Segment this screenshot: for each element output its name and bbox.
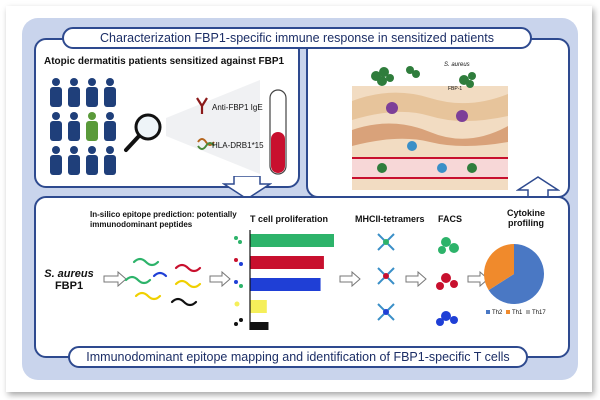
antigen-label: S. aureus FBP1 (44, 268, 94, 292)
person-icon (104, 78, 116, 107)
mapping-illustration: Th2 Th1 Th17 (103, 230, 546, 330)
person-icon (50, 146, 62, 175)
cytokine-pie-chart (484, 244, 544, 304)
arrow-icon-4 (405, 270, 427, 288)
antigen-protein: FBP1 (54, 280, 84, 292)
patients-illustration: Anti-FBP1 IgE HLA-DRB1*15 (50, 78, 287, 175)
legend-th1: Th1 (512, 310, 523, 316)
person-icon (50, 112, 62, 141)
proliferation-bar (250, 278, 321, 291)
header-title: Characterization FBP1-specific immune re… (62, 27, 532, 49)
person-icon (50, 78, 62, 107)
fbp-label: FBP-1 (448, 86, 462, 92)
proliferation-label: T cell proliferation (250, 214, 329, 224)
cytokine-label: Cytokine profiling (506, 208, 545, 228)
person-icon (86, 146, 98, 175)
legend-swatch-th17 (526, 310, 530, 314)
legend-swatch-th1 (506, 310, 510, 314)
person-icon (86, 78, 98, 107)
prediction-label: In-silico epitope prediction: potentiall… (90, 210, 237, 229)
pie-legend: Th2 Th1 Th17 (486, 310, 546, 316)
legend-th17: Th17 (532, 310, 546, 316)
peptide-dots-icon (234, 236, 243, 326)
legend-swatch-th2 (486, 310, 490, 314)
ige-label: Anti-FBP1 IgE (212, 103, 263, 112)
bacteria-cluster-icon (371, 66, 476, 88)
person-icon (104, 112, 116, 141)
facs-cells-icon (436, 237, 459, 326)
pie-slice-th2 (488, 244, 544, 304)
person-icon (68, 112, 80, 141)
pie-slice-th1 (484, 244, 514, 291)
person-icon (86, 112, 98, 141)
person-icon (104, 146, 116, 175)
proliferation-bar (250, 322, 269, 330)
facs-label: FACS (438, 214, 463, 224)
blood-tube-icon (269, 89, 287, 175)
proliferation-chart (249, 230, 334, 330)
arrow-icon-1 (103, 270, 127, 288)
hla-label: HLA-DRB1*15 (212, 141, 264, 150)
tetramer-icons (377, 233, 395, 321)
antibody-icon (196, 97, 208, 114)
arrow-icon-5 (467, 270, 489, 288)
tetramer-label: MHCII-tetramers (355, 214, 425, 224)
footer-title: Immunodominant epitope mapping and ident… (68, 346, 528, 368)
down-arrow-icon (222, 176, 272, 200)
proliferation-bar (250, 256, 324, 269)
arrow-icon-3 (339, 270, 361, 288)
immune-cells-icon (377, 102, 477, 173)
peptides-icon (124, 257, 202, 307)
skin-illustration: S. aureus FBP-1 (352, 62, 508, 190)
antigen-name: S. aureus (44, 268, 94, 280)
person-icon (68, 78, 80, 107)
person-icon (68, 146, 80, 175)
legend-th2: Th2 (492, 310, 503, 316)
arrow-icon-2 (209, 270, 231, 288)
aureus-label: S. aureus (444, 62, 470, 68)
magnifier-icon (124, 113, 162, 152)
proliferation-bar (250, 234, 334, 247)
hla-icon (197, 138, 215, 150)
proliferation-bar (250, 300, 267, 313)
patients-title: Atopic dermatitis patients sensitized ag… (44, 56, 285, 67)
